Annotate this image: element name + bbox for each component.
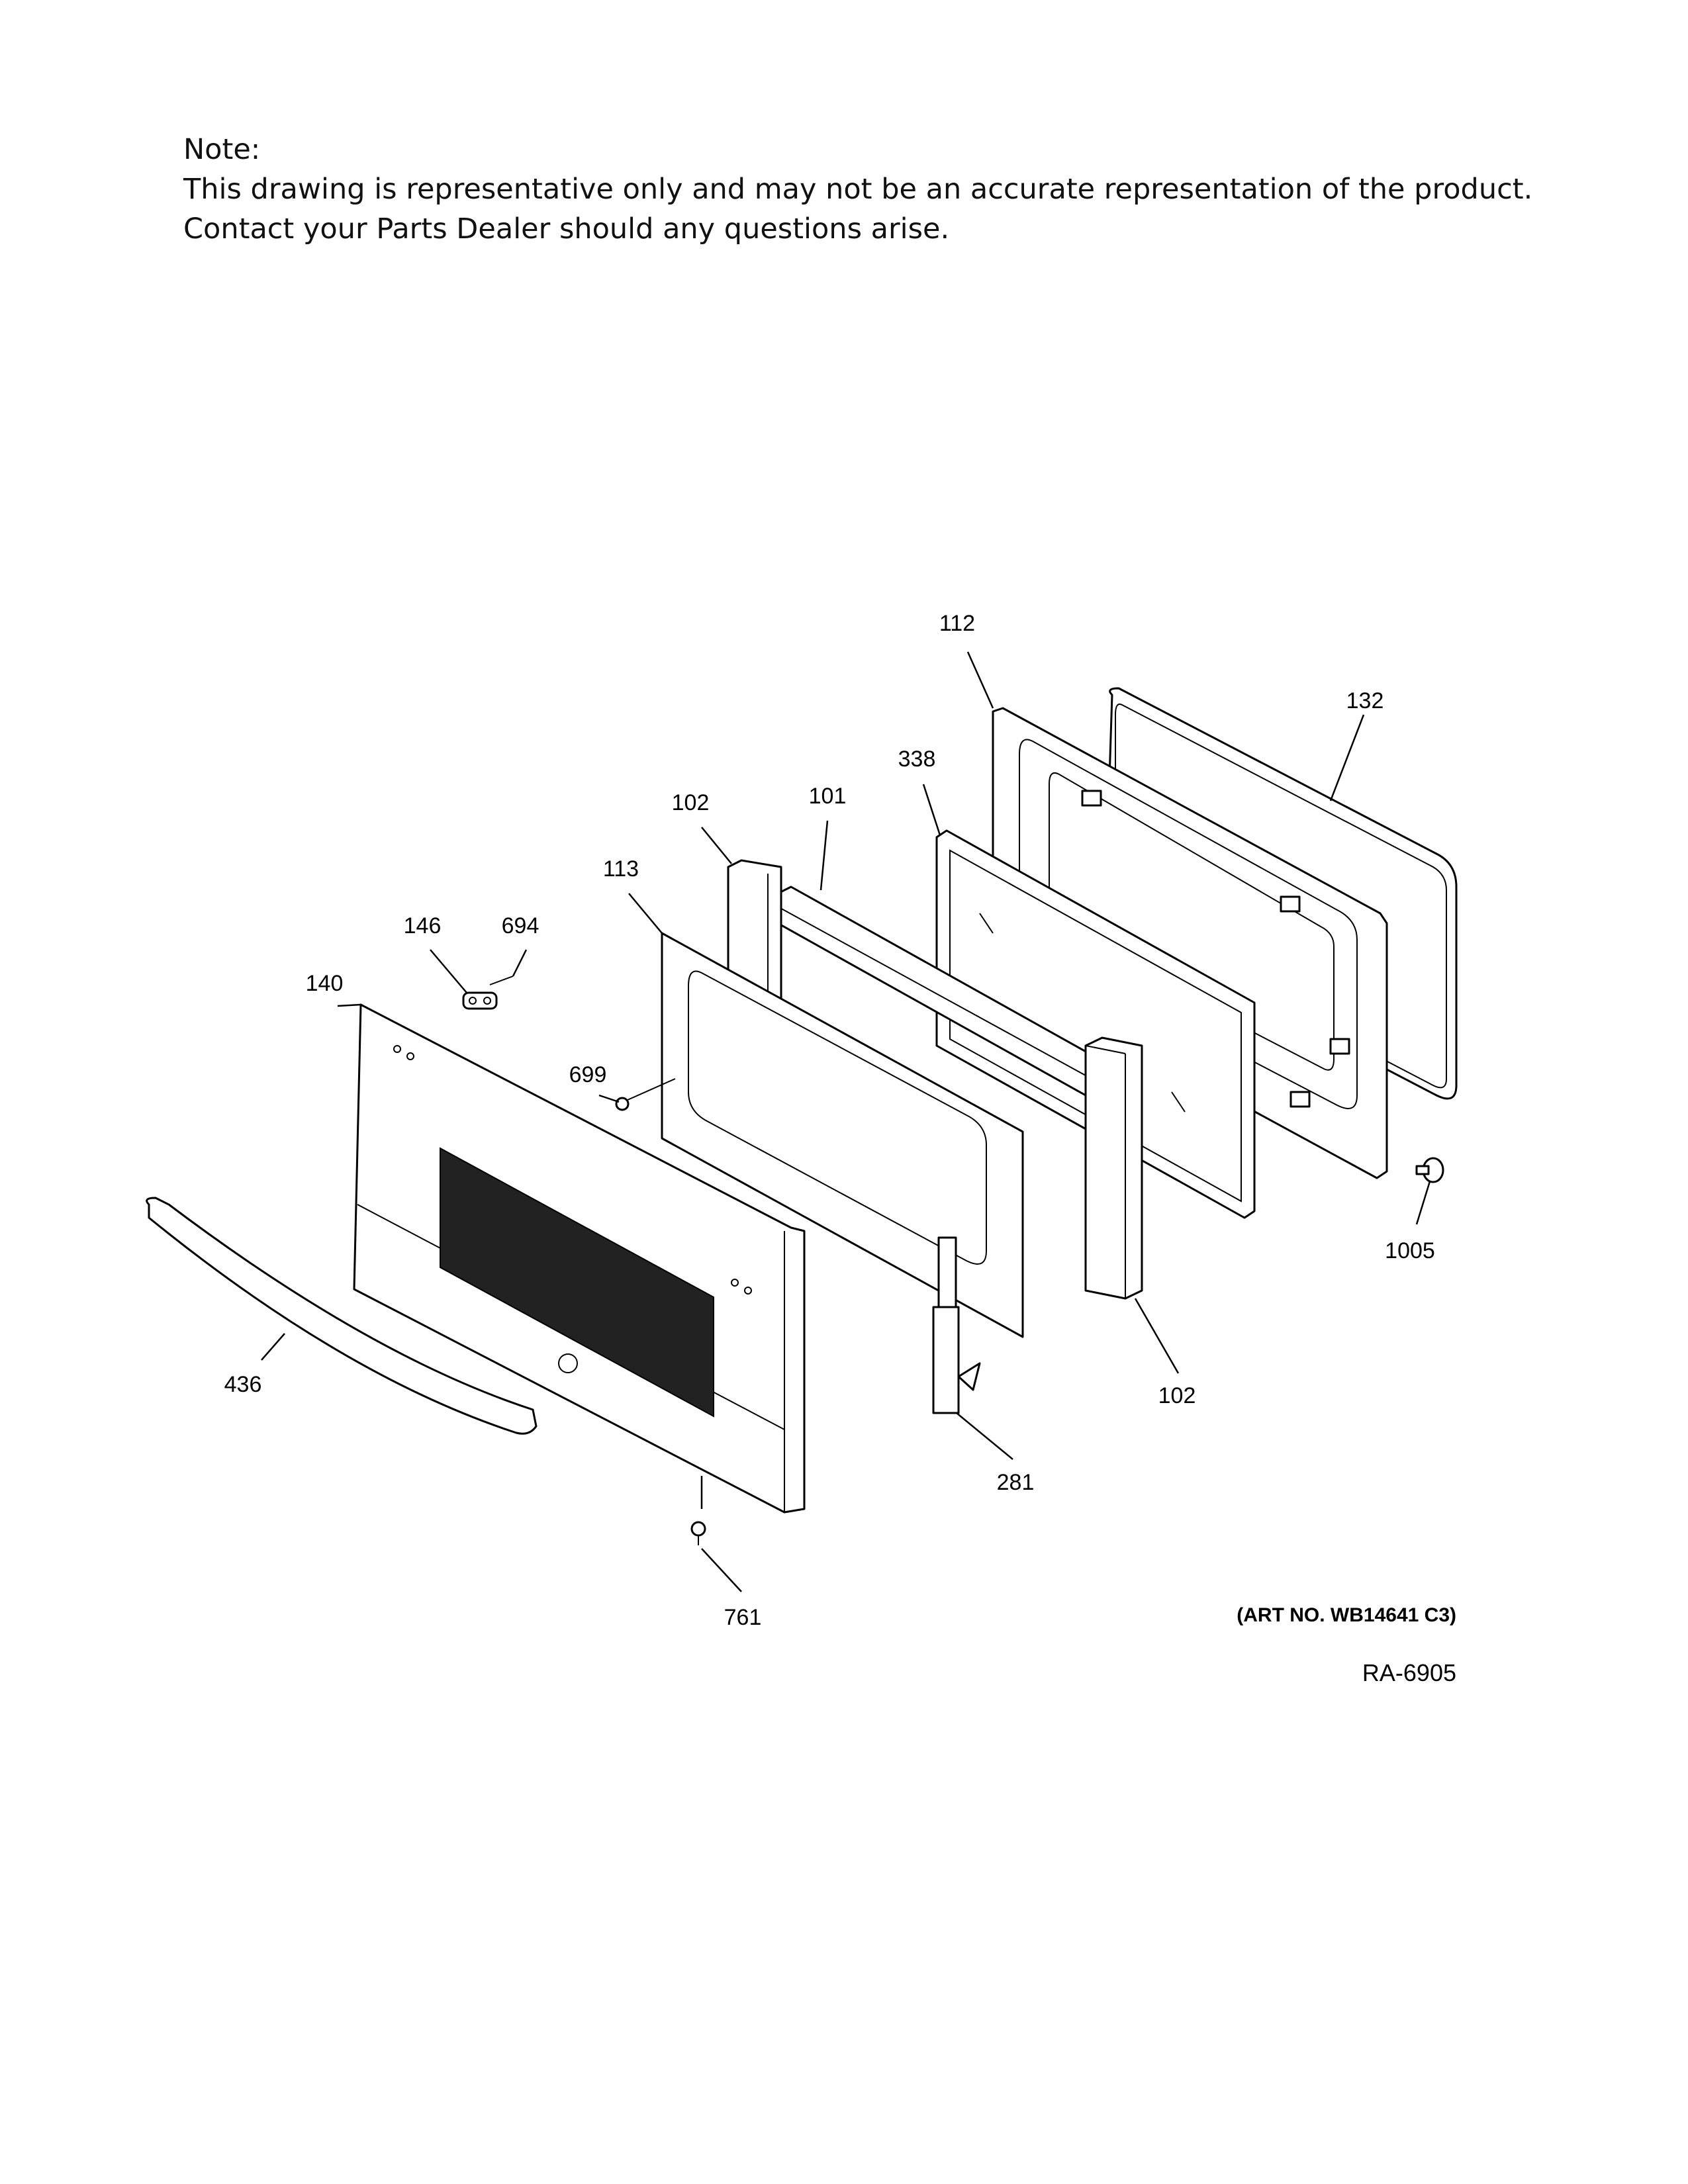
insulation-right-part bbox=[1084, 1036, 1143, 1300]
callout-694: 694 bbox=[502, 913, 539, 938]
note-line-1: This drawing is representative only and … bbox=[183, 173, 1533, 206]
screw-699-part bbox=[615, 1078, 676, 1111]
note-heading: Note: bbox=[183, 133, 261, 166]
reference-code: RA-6905 bbox=[1362, 1659, 1456, 1686]
leader-lines bbox=[261, 651, 1431, 1592]
callout-699: 699 bbox=[569, 1062, 607, 1087]
callout-338: 338 bbox=[898, 747, 936, 772]
callout-761: 761 bbox=[724, 1605, 762, 1630]
callout-112: 112 bbox=[939, 611, 975, 636]
note-line-2: Contact your Parts Dealer should any que… bbox=[183, 212, 950, 246]
callout-146: 146 bbox=[404, 913, 442, 938]
callout-113: 113 bbox=[603, 856, 639, 882]
callout-1005: 1005 bbox=[1385, 1238, 1435, 1263]
callout-102-left: 102 bbox=[672, 790, 710, 815]
callout-281: 281 bbox=[997, 1470, 1035, 1495]
handle-part bbox=[146, 1197, 538, 1435]
gasket-clip-part bbox=[1415, 1157, 1444, 1183]
callout-102-right: 102 bbox=[1158, 1383, 1196, 1408]
inner-panel-part bbox=[661, 932, 1024, 1338]
screw-761-part bbox=[690, 1521, 706, 1545]
hinge-part bbox=[932, 1236, 981, 1414]
callout-101: 101 bbox=[809, 784, 847, 809]
disclaimer-note: Note: This drawing is representative onl… bbox=[183, 130, 1532, 249]
callout-436: 436 bbox=[224, 1372, 262, 1397]
art-number: (ART NO. WB14641 C3) bbox=[1237, 1604, 1456, 1626]
callout-140: 140 bbox=[306, 971, 344, 996]
outer-door-panel-part bbox=[353, 1003, 806, 1514]
callout-132: 132 bbox=[1346, 688, 1384, 713]
bracket-part bbox=[462, 976, 514, 1010]
